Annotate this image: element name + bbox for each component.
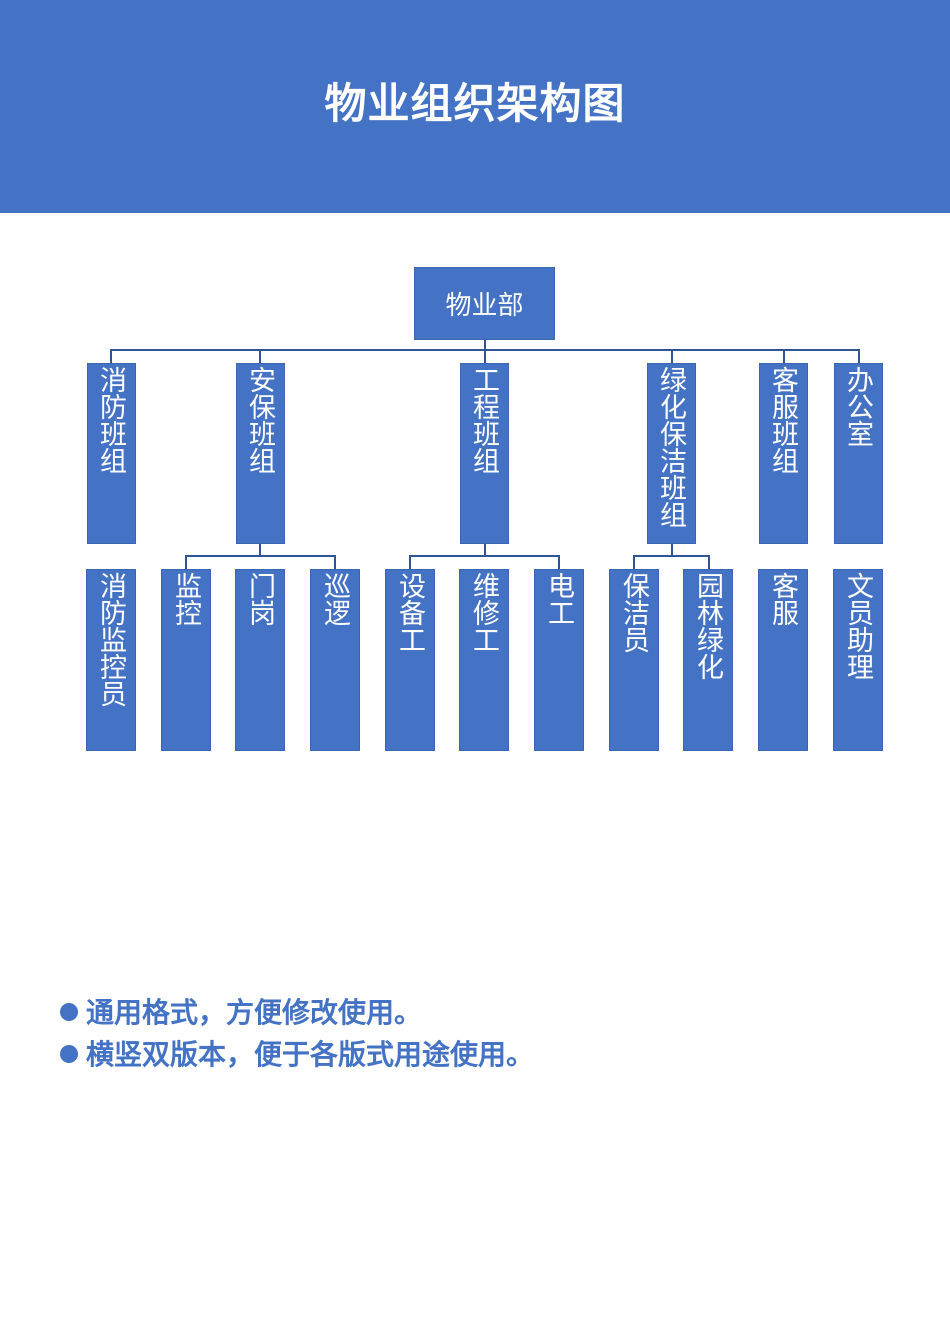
connector: [783, 349, 785, 363]
connector: [259, 349, 261, 363]
node-member: 维修工: [459, 569, 509, 751]
connector: [671, 544, 673, 556]
note-item: 横竖双版本，便于各版式用途使用。: [60, 1034, 534, 1076]
node-member: 监控: [161, 569, 211, 751]
node-member: 巡逻: [310, 569, 360, 751]
connector: [334, 555, 336, 569]
node-member: 消防监控员: [86, 569, 136, 751]
connector: [185, 555, 336, 557]
node-group: 办公室: [834, 363, 883, 544]
node-member: 文员助理: [833, 569, 883, 751]
node-member: 门岗: [235, 569, 285, 751]
connector: [484, 544, 486, 556]
connector: [858, 349, 860, 363]
node-group: 安保班组: [236, 363, 285, 544]
connector: [185, 555, 187, 569]
notes-list: 通用格式，方便修改使用。 横竖双版本，便于各版式用途使用。: [60, 992, 534, 1076]
note-text: 通用格式，方便修改使用。: [86, 996, 423, 1029]
node-group: 工程班组: [460, 363, 509, 544]
page-title: 物业组织架构图: [324, 79, 626, 128]
node-group: 消防班组: [87, 363, 136, 544]
connector: [259, 544, 261, 556]
connector: [484, 340, 486, 351]
node-root: 物业部: [414, 267, 555, 340]
connector: [633, 555, 710, 557]
note-item: 通用格式，方便修改使用。: [60, 992, 534, 1034]
node-member: 园林绿化: [683, 569, 733, 751]
node-member: 电工: [534, 569, 584, 751]
connector: [633, 555, 635, 569]
note-text: 横竖双版本，便于各版式用途使用。: [86, 1038, 535, 1071]
bullet-icon: [60, 1003, 78, 1021]
node-member: 客服: [758, 569, 808, 751]
header-banner: [0, 0, 950, 213]
node-member: 设备工: [385, 569, 435, 751]
connector: [708, 555, 710, 569]
connector: [558, 555, 560, 569]
connector: [409, 555, 411, 569]
connector: [409, 555, 560, 557]
node-group: 绿化保洁班组: [647, 363, 696, 544]
connector: [484, 349, 486, 363]
node-member: 保洁员: [609, 569, 659, 751]
node-group: 客服班组: [759, 363, 808, 544]
bullet-icon: [60, 1045, 78, 1063]
connector: [110, 349, 112, 363]
connector: [671, 349, 673, 363]
